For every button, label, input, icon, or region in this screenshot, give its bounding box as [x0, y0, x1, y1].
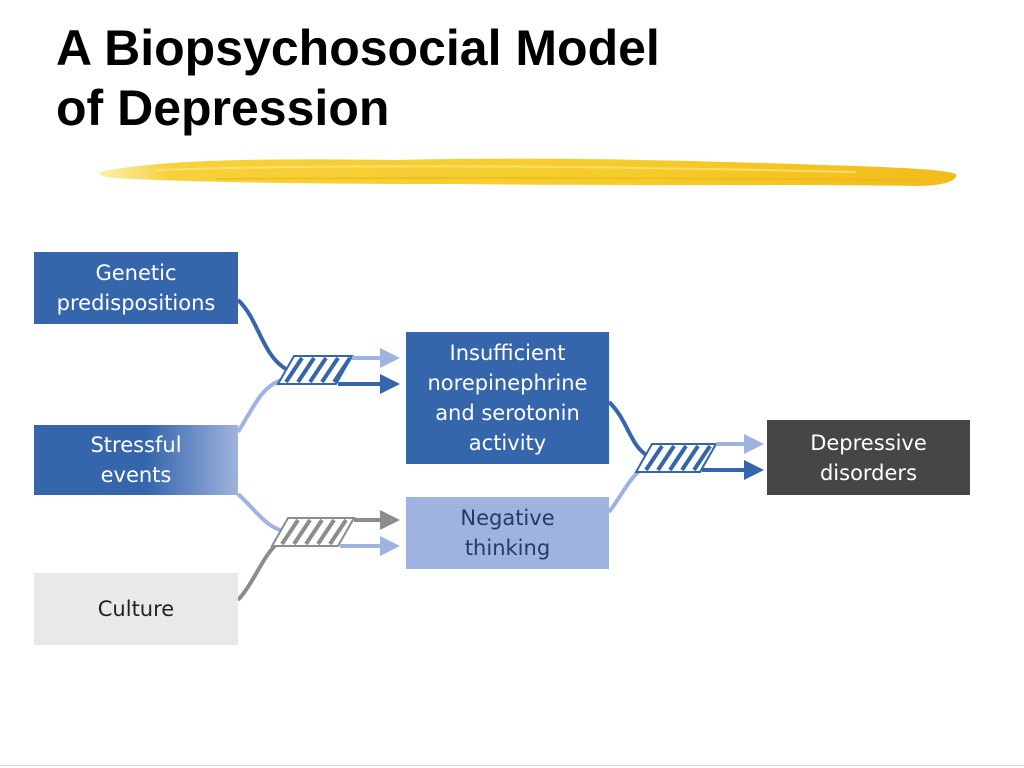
connector-to-depressive — [607, 400, 764, 514]
bottom-divider — [0, 765, 1024, 766]
stressful-events-box: Stressful events — [34, 425, 238, 495]
depressive-disorders-label: Depressive disorders — [810, 430, 927, 485]
title-line-2: of Depression — [56, 80, 390, 136]
connector-to-insufficient — [236, 298, 400, 434]
stressful-events-label: Stressful events — [90, 433, 182, 487]
negative-thinking-label: Negative thinking — [460, 506, 555, 560]
depressive-disorders-box: Depressive disorders — [767, 420, 970, 495]
title-line-1: A Biopsychosocial Model — [56, 20, 660, 76]
insufficient-activity-label: Insufficient norepinephrine and serotoni… — [427, 341, 588, 455]
slide-title: A Biopsychosocial Model of Depression — [56, 18, 660, 138]
culture-label: Culture — [97, 597, 175, 621]
negative-thinking-box: Negative thinking — [406, 497, 609, 569]
genetic-predispositions-label: Genetic predispositions — [56, 261, 216, 315]
highlighter-stroke — [99, 158, 957, 186]
genetic-predispositions-box: Genetic predispositions — [34, 252, 238, 324]
culture-box: Culture — [34, 573, 238, 645]
insufficient-activity-box: Insufficient norepinephrine and serotoni… — [406, 332, 609, 464]
connector-to-negative — [236, 492, 400, 602]
